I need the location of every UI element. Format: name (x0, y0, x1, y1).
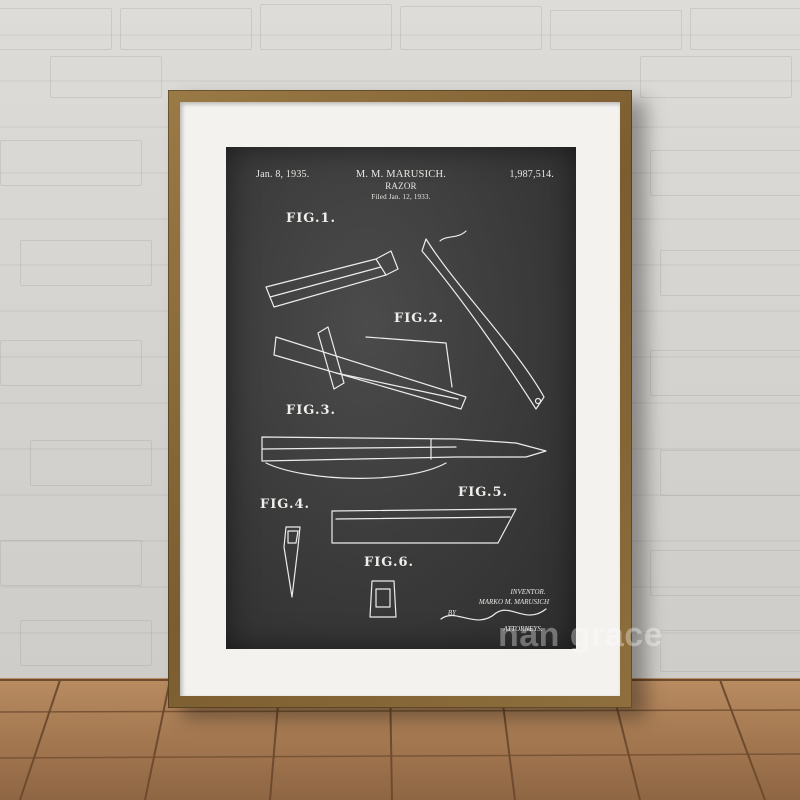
patent-inventor-name: M. M. MARUSICH. (355, 169, 447, 180)
watermark: nan grace (498, 616, 664, 654)
brick (0, 8, 112, 50)
fig-6-drawing (369, 580, 397, 618)
patent-filed-date: Filed Jan. 12, 1933. (371, 193, 431, 201)
patent-poster: Jan. 8, 1935. M. M. MARUSICH. 1,987,514.… (226, 147, 576, 649)
brick (550, 10, 682, 50)
fig-2-drawing (273, 326, 467, 410)
fig-4-drawing (283, 526, 301, 598)
signature-scribble (440, 608, 547, 621)
fig-5-label: FIG.5. (458, 485, 509, 500)
brick (650, 550, 800, 596)
brick (120, 8, 252, 50)
fig-1-drawing (265, 230, 545, 410)
brick (0, 340, 142, 386)
brick (20, 240, 152, 286)
by-label: BY (447, 609, 457, 617)
brick (660, 630, 800, 672)
brick (400, 6, 542, 50)
fig-6-label: FIG.6. (364, 555, 415, 570)
fig-3-label: FIG.3. (286, 403, 337, 418)
brick (640, 56, 792, 98)
brick (30, 440, 152, 486)
brick (690, 8, 800, 50)
inventor-full-name: MARKO M. MARUSICH (478, 598, 550, 606)
fig-2-label: FIG.2. (394, 311, 445, 326)
fig-1-label: FIG.1. (286, 211, 337, 226)
brick (260, 4, 392, 50)
patent-number: 1,987,514. (509, 169, 554, 180)
patent-title: RAZOR (385, 181, 417, 191)
attorneys-label: ATTORNEYS. (503, 625, 543, 633)
brick (0, 140, 142, 186)
brick (660, 450, 800, 496)
razor-drawings (261, 230, 547, 621)
patent-date: Jan. 8, 1935. (256, 169, 310, 180)
brick (20, 620, 152, 666)
brick (650, 350, 800, 396)
brick (50, 56, 162, 98)
fig-4-label: FIG.4. (260, 497, 311, 512)
brick (660, 250, 800, 296)
fig-5-drawing (331, 508, 517, 544)
brick (0, 540, 142, 586)
inventor-label: INVENTOR. (510, 588, 546, 596)
brick (650, 150, 800, 196)
fig-3-drawing (261, 436, 547, 479)
